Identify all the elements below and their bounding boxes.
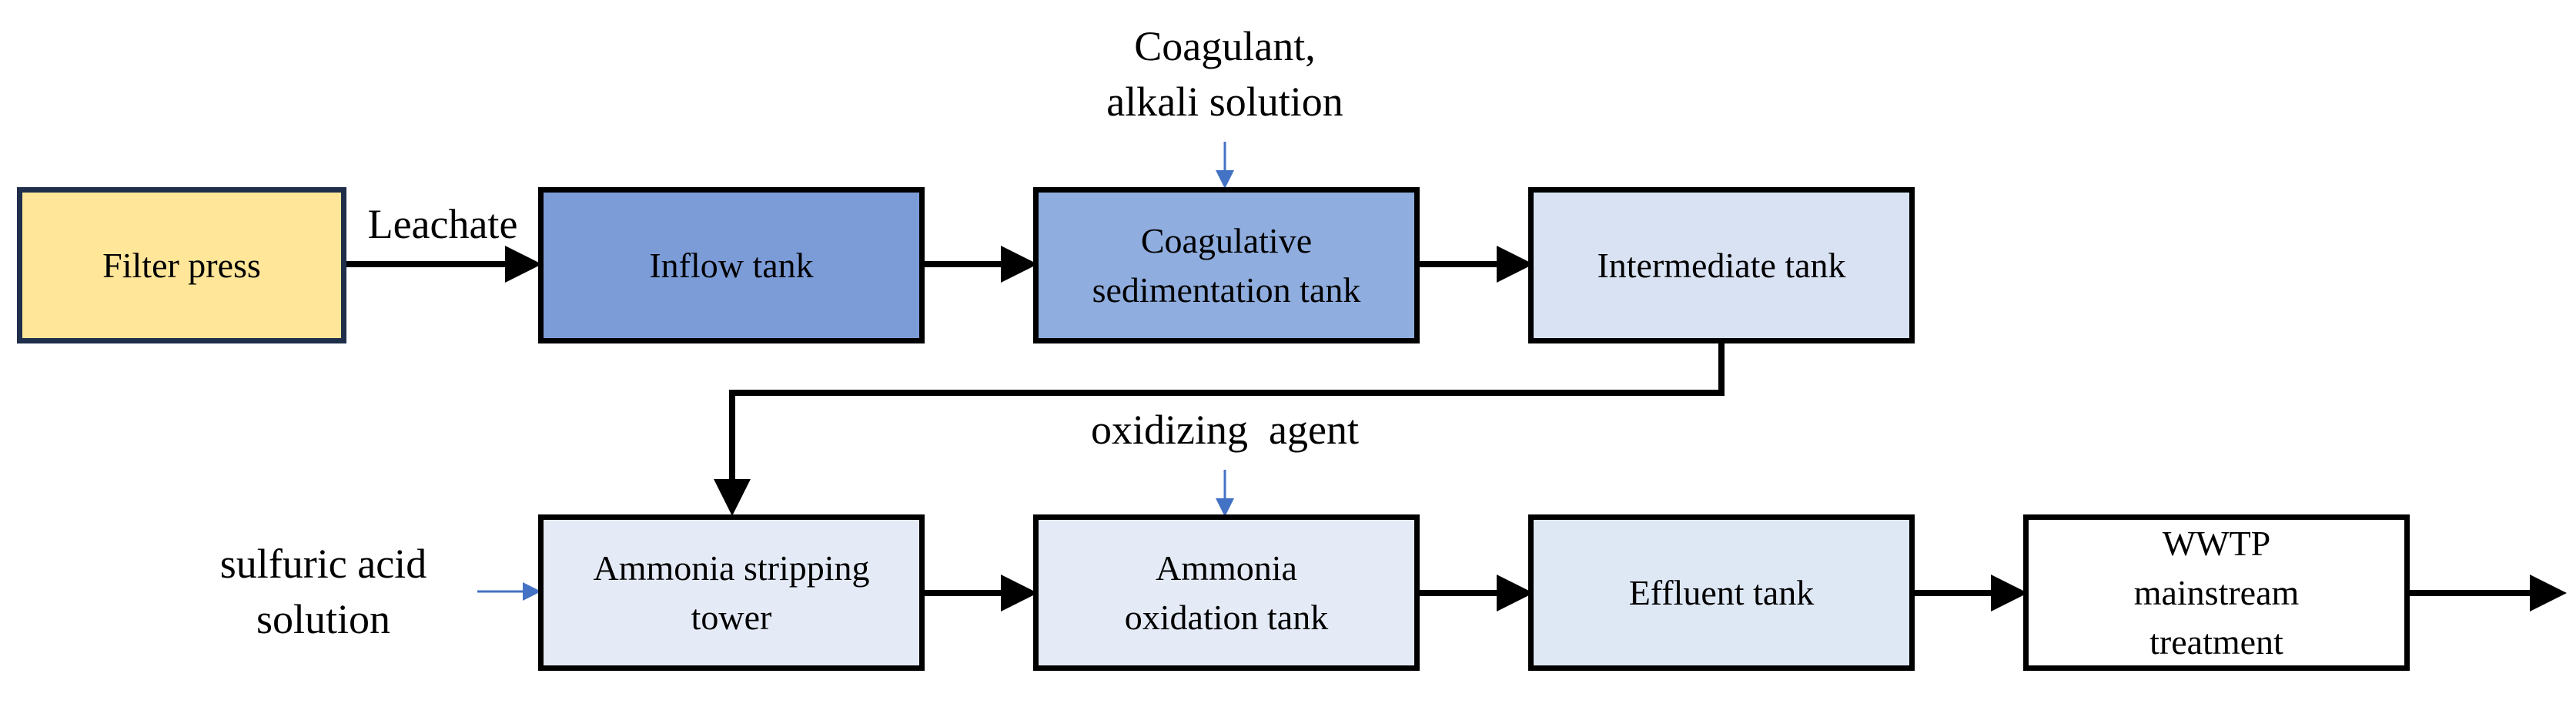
arrow-intermediate-to-stripping: [714, 343, 1725, 516]
wwtp-mainstream-treatment-box: WWTP mainstream treatment: [2023, 514, 2410, 671]
sulfuric-acid-label: sulfuric acid solution: [219, 541, 427, 642]
ammonia-stripping-tower-box: Ammonia stripping tower: [538, 514, 925, 671]
coagulative-sedimentation-tank-box: Coagulative sedimentation tank: [1033, 187, 1420, 343]
oxidizing-agent-label: oxidizing agent: [1091, 407, 1359, 453]
filter-press-box: Filter press: [17, 187, 346, 343]
leachate-label: Leachate: [367, 201, 518, 247]
ammonia-oxidation-tank-box: Ammonia oxidation tank: [1033, 514, 1420, 671]
inflow-tank-box: Inflow tank: [538, 187, 925, 343]
intermediate-tank-box: Intermediate tank: [1528, 187, 1915, 343]
coagulant-label: Coagulant, alkali solution: [1106, 23, 1343, 125]
effluent-tank-box: Effluent tank: [1528, 514, 1915, 671]
